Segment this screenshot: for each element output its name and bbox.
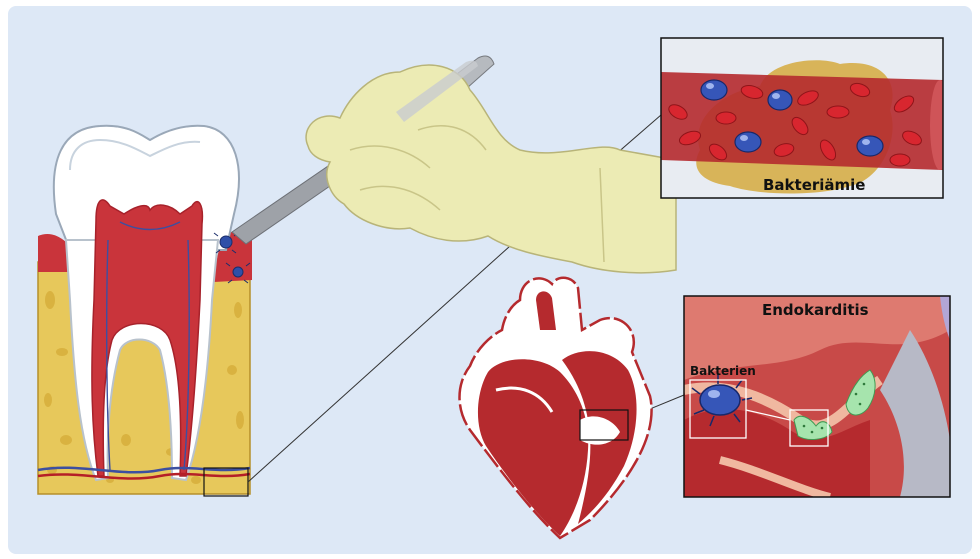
bacteremia-panel: Bakteriämie — [661, 38, 950, 198]
tooth-cross-section — [38, 126, 252, 496]
bacteremia-label: Bakteriämie — [763, 176, 865, 194]
endocarditis-panel: Endokarditis Bakterien — [684, 296, 950, 497]
endocarditis-label: Endokarditis — [762, 301, 869, 319]
bacteria-label: Bakterien — [690, 364, 756, 378]
